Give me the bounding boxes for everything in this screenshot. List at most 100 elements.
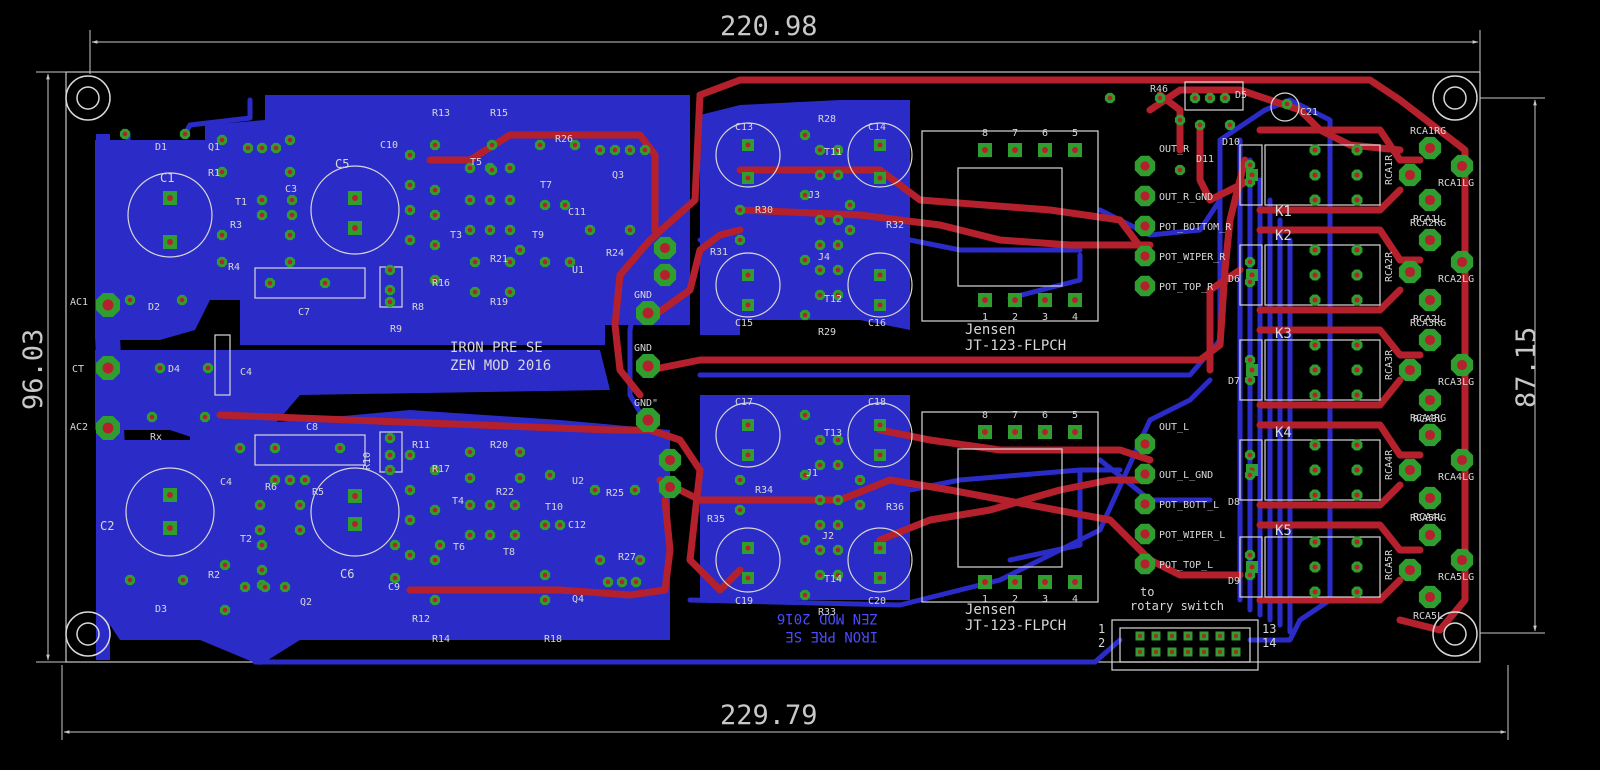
pad-drill <box>1247 162 1253 168</box>
pad-drill <box>432 597 438 603</box>
pad-drill <box>407 487 413 493</box>
designator-t3: T3 <box>450 230 462 241</box>
pad-drill <box>1249 172 1255 178</box>
pad-drill <box>1197 122 1203 128</box>
pad-drill <box>857 502 863 508</box>
pad-drill <box>877 422 883 428</box>
designator-c12: C12 <box>568 520 586 531</box>
designator-r15: R15 <box>490 108 508 119</box>
designator-c11: C11 <box>568 207 586 218</box>
terminal-label-out_r: OUT_R <box>1159 144 1190 155</box>
designator-r20: R20 <box>490 440 508 451</box>
designator-d10: D10 <box>1222 137 1240 148</box>
pad-drill <box>572 142 578 148</box>
transformer-pin-number: 8 <box>982 128 988 139</box>
rca-label: RCA1LG <box>1438 178 1474 189</box>
pad-drill <box>1312 297 1318 303</box>
pad-drill <box>407 182 413 188</box>
pad-drill <box>1456 256 1468 268</box>
pad-drill <box>1354 272 1360 278</box>
designator-c1: C1 <box>160 171 174 185</box>
designator-r26: R26 <box>555 134 573 145</box>
rca-label: RCA5LG <box>1438 572 1474 583</box>
pad-drill <box>817 147 823 153</box>
pad-drill <box>432 277 438 283</box>
pad-drill <box>605 579 611 585</box>
pad-drill <box>802 472 808 478</box>
pad-drill <box>1072 297 1078 303</box>
designator-r18: R18 <box>544 634 562 645</box>
pad-drill <box>1456 160 1468 172</box>
designator-t4: T4 <box>452 496 464 507</box>
rca-label: RCA2LG <box>1438 274 1474 285</box>
pad-drill <box>1154 650 1158 654</box>
pad-drill <box>1154 634 1158 638</box>
pad-drill <box>627 147 633 153</box>
pad-drill <box>537 142 543 148</box>
pad-drill <box>1140 251 1150 261</box>
pad-drill <box>1249 272 1255 278</box>
designator-c9: C9 <box>388 582 400 593</box>
pad-drill <box>847 227 853 233</box>
pad-drill <box>1354 247 1360 253</box>
pad-drill <box>1424 234 1436 246</box>
designator-r33: R33 <box>818 607 836 618</box>
terminal-label-ct: CT <box>72 364 84 375</box>
designator-r30: R30 <box>755 205 773 216</box>
pad-drill <box>182 131 188 137</box>
transformer-pin-number: 1 <box>982 594 988 605</box>
pad-drill <box>612 147 618 153</box>
pad-drill <box>1424 529 1436 541</box>
pad-drill <box>352 195 358 201</box>
rca-label: RCA5L <box>1413 611 1443 622</box>
pad-drill <box>467 449 473 455</box>
pad-drill <box>835 217 841 223</box>
transformer-pin-number: 3 <box>1042 312 1048 323</box>
designator-c2: C2 <box>100 519 114 533</box>
designator-d3: D3 <box>155 604 167 615</box>
pad-drill <box>1170 634 1174 638</box>
pad-drill <box>1218 650 1222 654</box>
relay-label: K2 <box>1275 228 1292 244</box>
rca-label: RCA4RG <box>1410 413 1446 424</box>
dim-right-height: 87.15 <box>1511 327 1542 408</box>
relay-label: K5 <box>1275 523 1292 539</box>
pad-drill <box>517 475 523 481</box>
pad-drill <box>632 487 638 493</box>
pad-drill <box>1404 464 1416 476</box>
pad-drill <box>287 232 293 238</box>
pad-drill <box>1012 579 1018 585</box>
rca-label: RCA2L <box>1413 314 1443 325</box>
pad-drill <box>1247 452 1253 458</box>
pad-drill <box>1234 650 1238 654</box>
pad-drill <box>487 532 493 538</box>
pad-drill <box>259 542 265 548</box>
pad-drill <box>877 142 883 148</box>
designator-c7: C7 <box>298 307 310 318</box>
pad-drill <box>517 449 523 455</box>
board-title-line1: IRON PRE SE <box>450 340 543 356</box>
pad-drill <box>167 525 173 531</box>
pad-drill <box>242 584 248 590</box>
pad-drill <box>542 522 548 528</box>
pad-drill <box>487 197 493 203</box>
pad-drill <box>1312 342 1318 348</box>
pad-drill <box>664 481 676 493</box>
pad-drill <box>1138 650 1142 654</box>
designator-c10: C10 <box>380 140 398 151</box>
designator-t8: T8 <box>503 547 515 558</box>
designator-r8: R8 <box>412 302 424 313</box>
transformer-pin-number: 5 <box>1072 410 1078 421</box>
pad-drill <box>387 267 393 273</box>
terminal-label-gnd1: GND <box>634 290 652 301</box>
pad-drill <box>432 142 438 148</box>
pad-drill <box>219 259 225 265</box>
designator-r21: R21 <box>490 254 508 265</box>
pad-drill <box>1354 197 1360 203</box>
component-labels: AC1CTAC2GNDGNDGND"OUT_ROUT_R_GNDPOT_BOTT… <box>70 84 1474 645</box>
pad-drill <box>1138 634 1142 638</box>
pad-drill <box>467 197 473 203</box>
pad-drill <box>1354 297 1360 303</box>
designator-r14: R14 <box>432 634 450 645</box>
pad-drill <box>877 175 883 181</box>
